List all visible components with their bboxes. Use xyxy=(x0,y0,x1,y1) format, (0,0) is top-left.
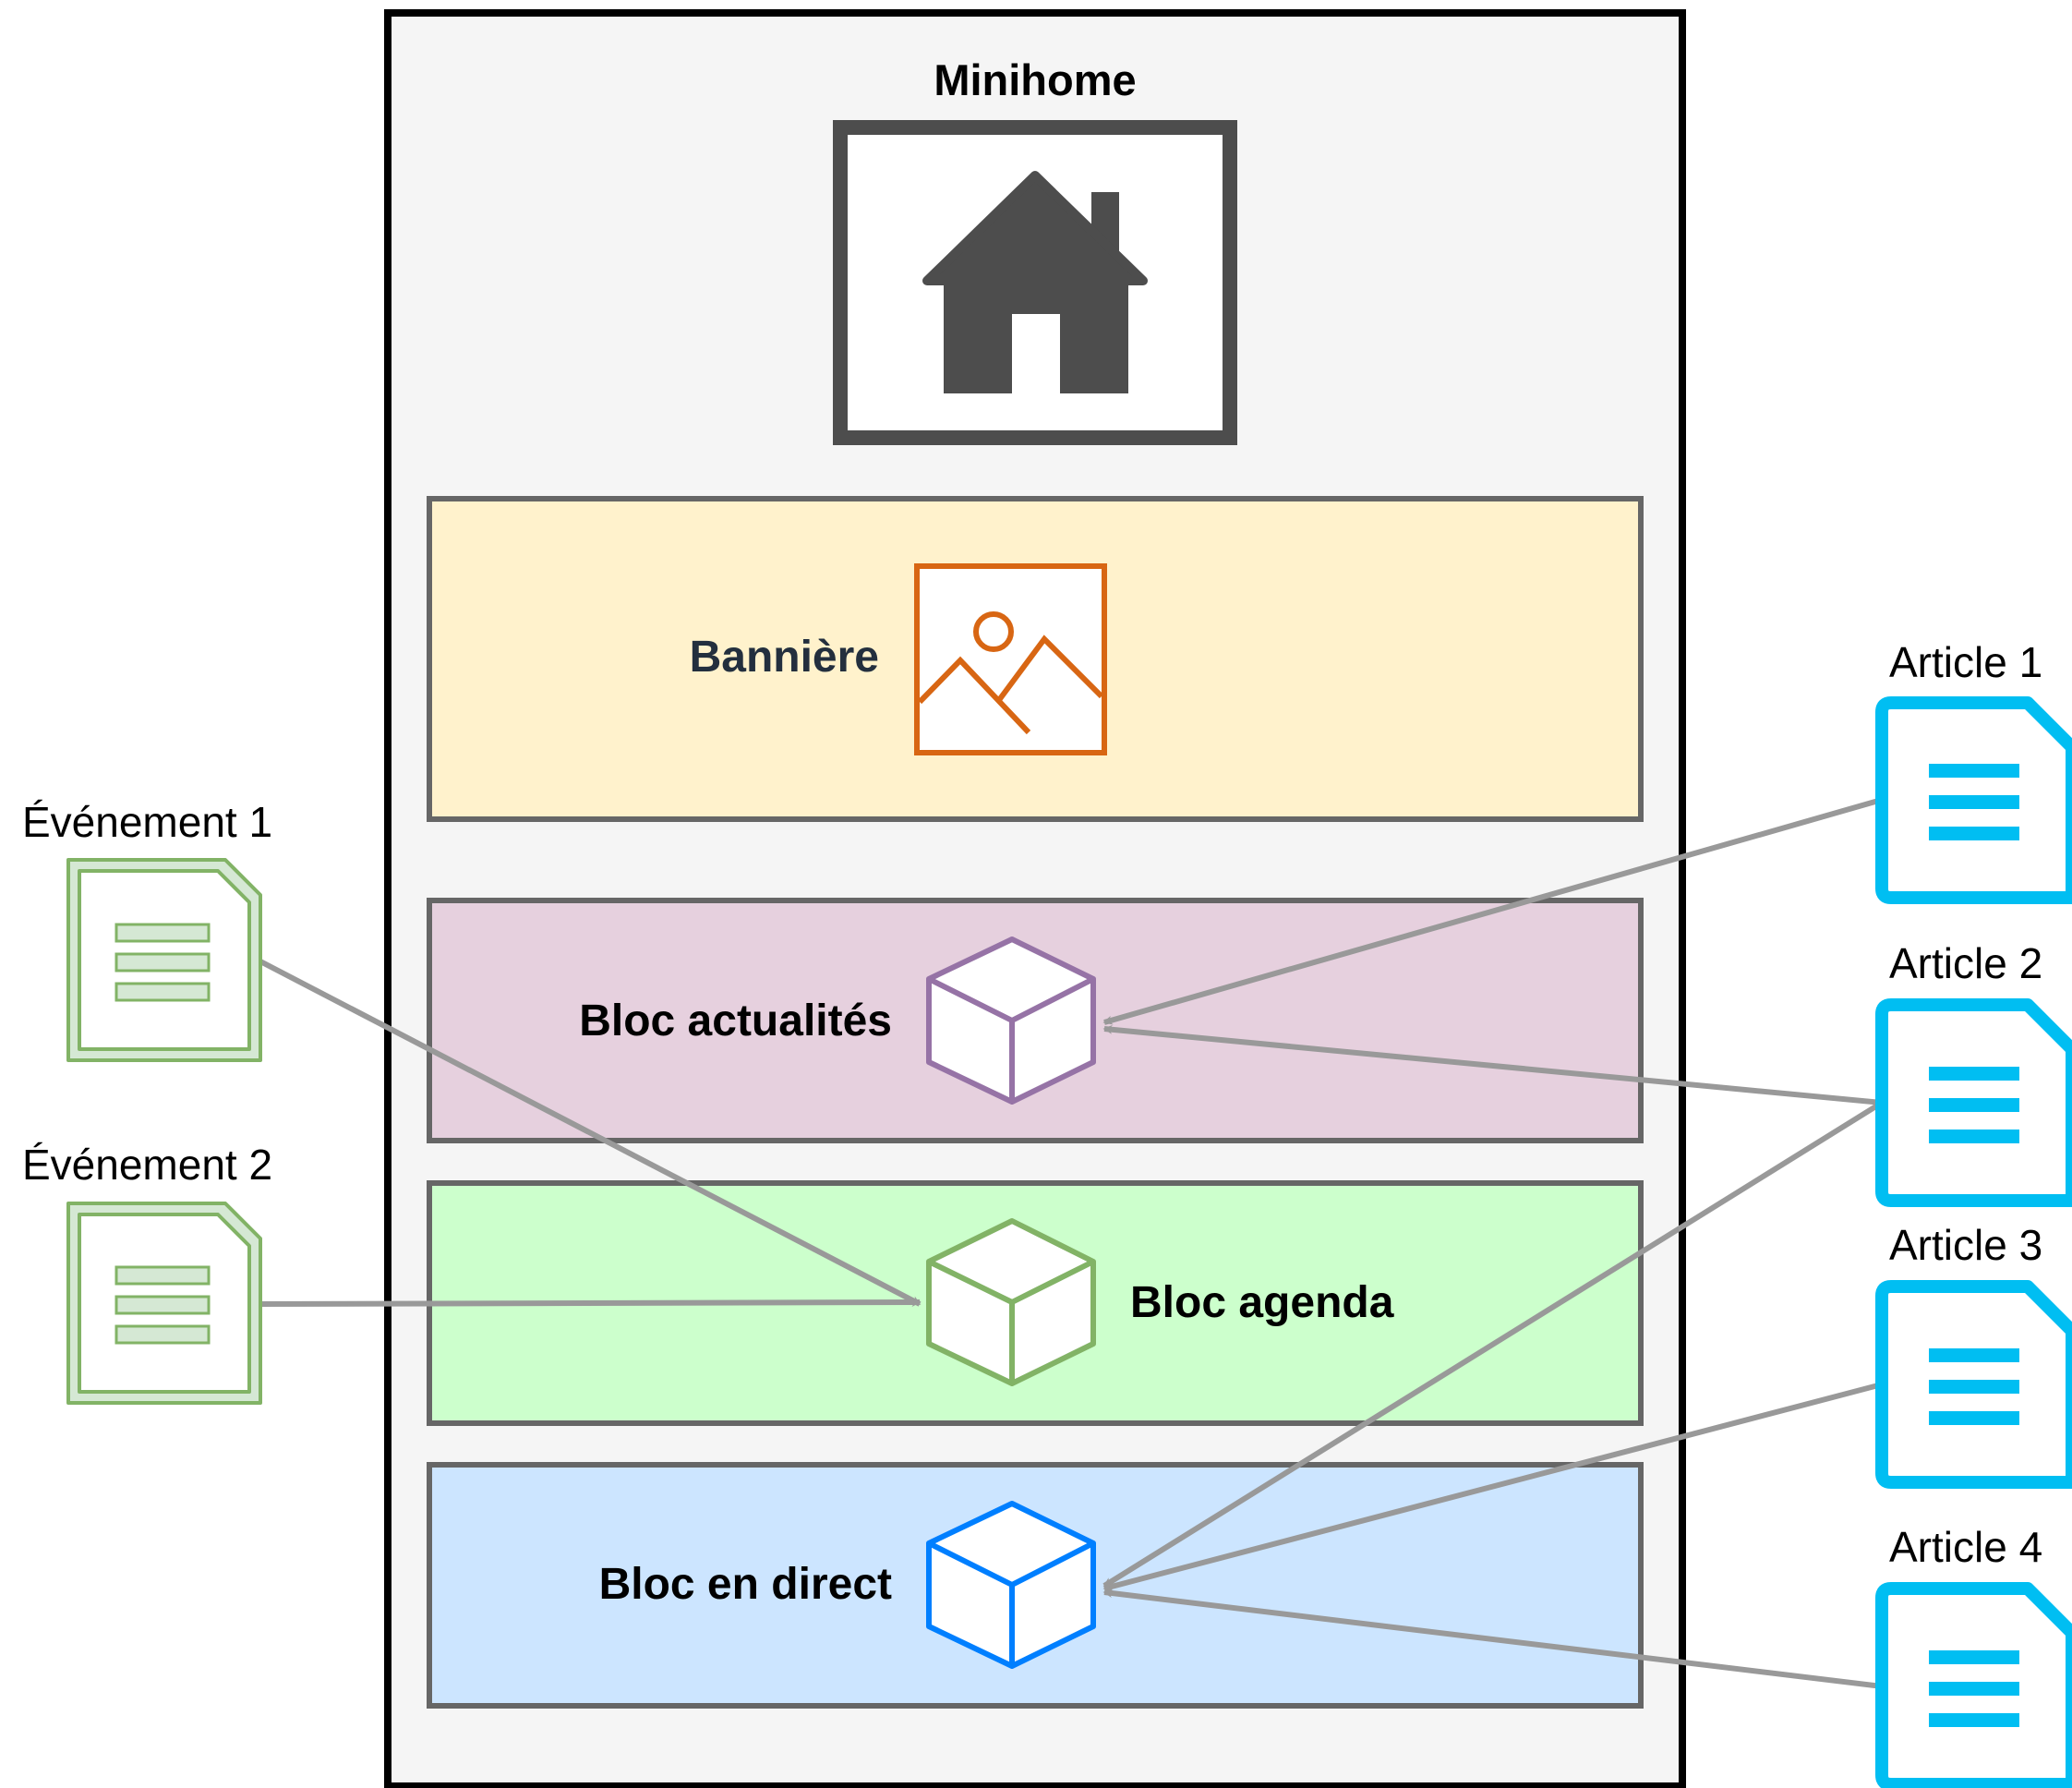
connector-event-2-to-agenda xyxy=(259,1298,922,1308)
cube-icon xyxy=(926,1501,1096,1669)
cube-icon xyxy=(926,936,1096,1105)
image-icon xyxy=(914,563,1107,755)
article-document-icon[interactable] xyxy=(1875,696,2072,904)
connector-article-2-to-news xyxy=(1102,1024,1883,1105)
event-document-icon[interactable] xyxy=(66,1202,262,1405)
event-document-icon[interactable] xyxy=(66,858,262,1062)
event-label: Événement 2 xyxy=(22,1141,272,1189)
article-document-icon[interactable] xyxy=(1875,1280,2072,1489)
connector-article-4-to-live xyxy=(1102,1589,1883,1689)
connector-article-2-to-live xyxy=(1102,1100,1884,1589)
minihome-title: Minihome xyxy=(934,55,1136,104)
home-icon xyxy=(833,120,1237,445)
event-label: Événement 1 xyxy=(22,798,272,846)
banner-label: Bannière xyxy=(690,633,879,682)
article-label: Article 3 xyxy=(1889,1221,2042,1269)
connector-event-1-to-agenda xyxy=(259,959,922,1307)
live-label: Bloc en direct xyxy=(599,1560,892,1609)
article-document-icon[interactable] xyxy=(1875,998,2072,1207)
agenda-label: Bloc agenda xyxy=(1130,1278,1394,1327)
article-label: Article 4 xyxy=(1889,1523,2042,1571)
article-document-icon[interactable] xyxy=(1875,1582,2072,1788)
connector-article-3-to-live xyxy=(1102,1382,1883,1591)
connectors xyxy=(259,797,1884,1689)
connector-article-1-to-news xyxy=(1102,797,1883,1025)
article-label: Article 2 xyxy=(1889,939,2042,987)
news-label: Bloc actualités xyxy=(579,997,892,1045)
article-label: Article 1 xyxy=(1889,638,2042,686)
cube-icon xyxy=(926,1218,1096,1386)
